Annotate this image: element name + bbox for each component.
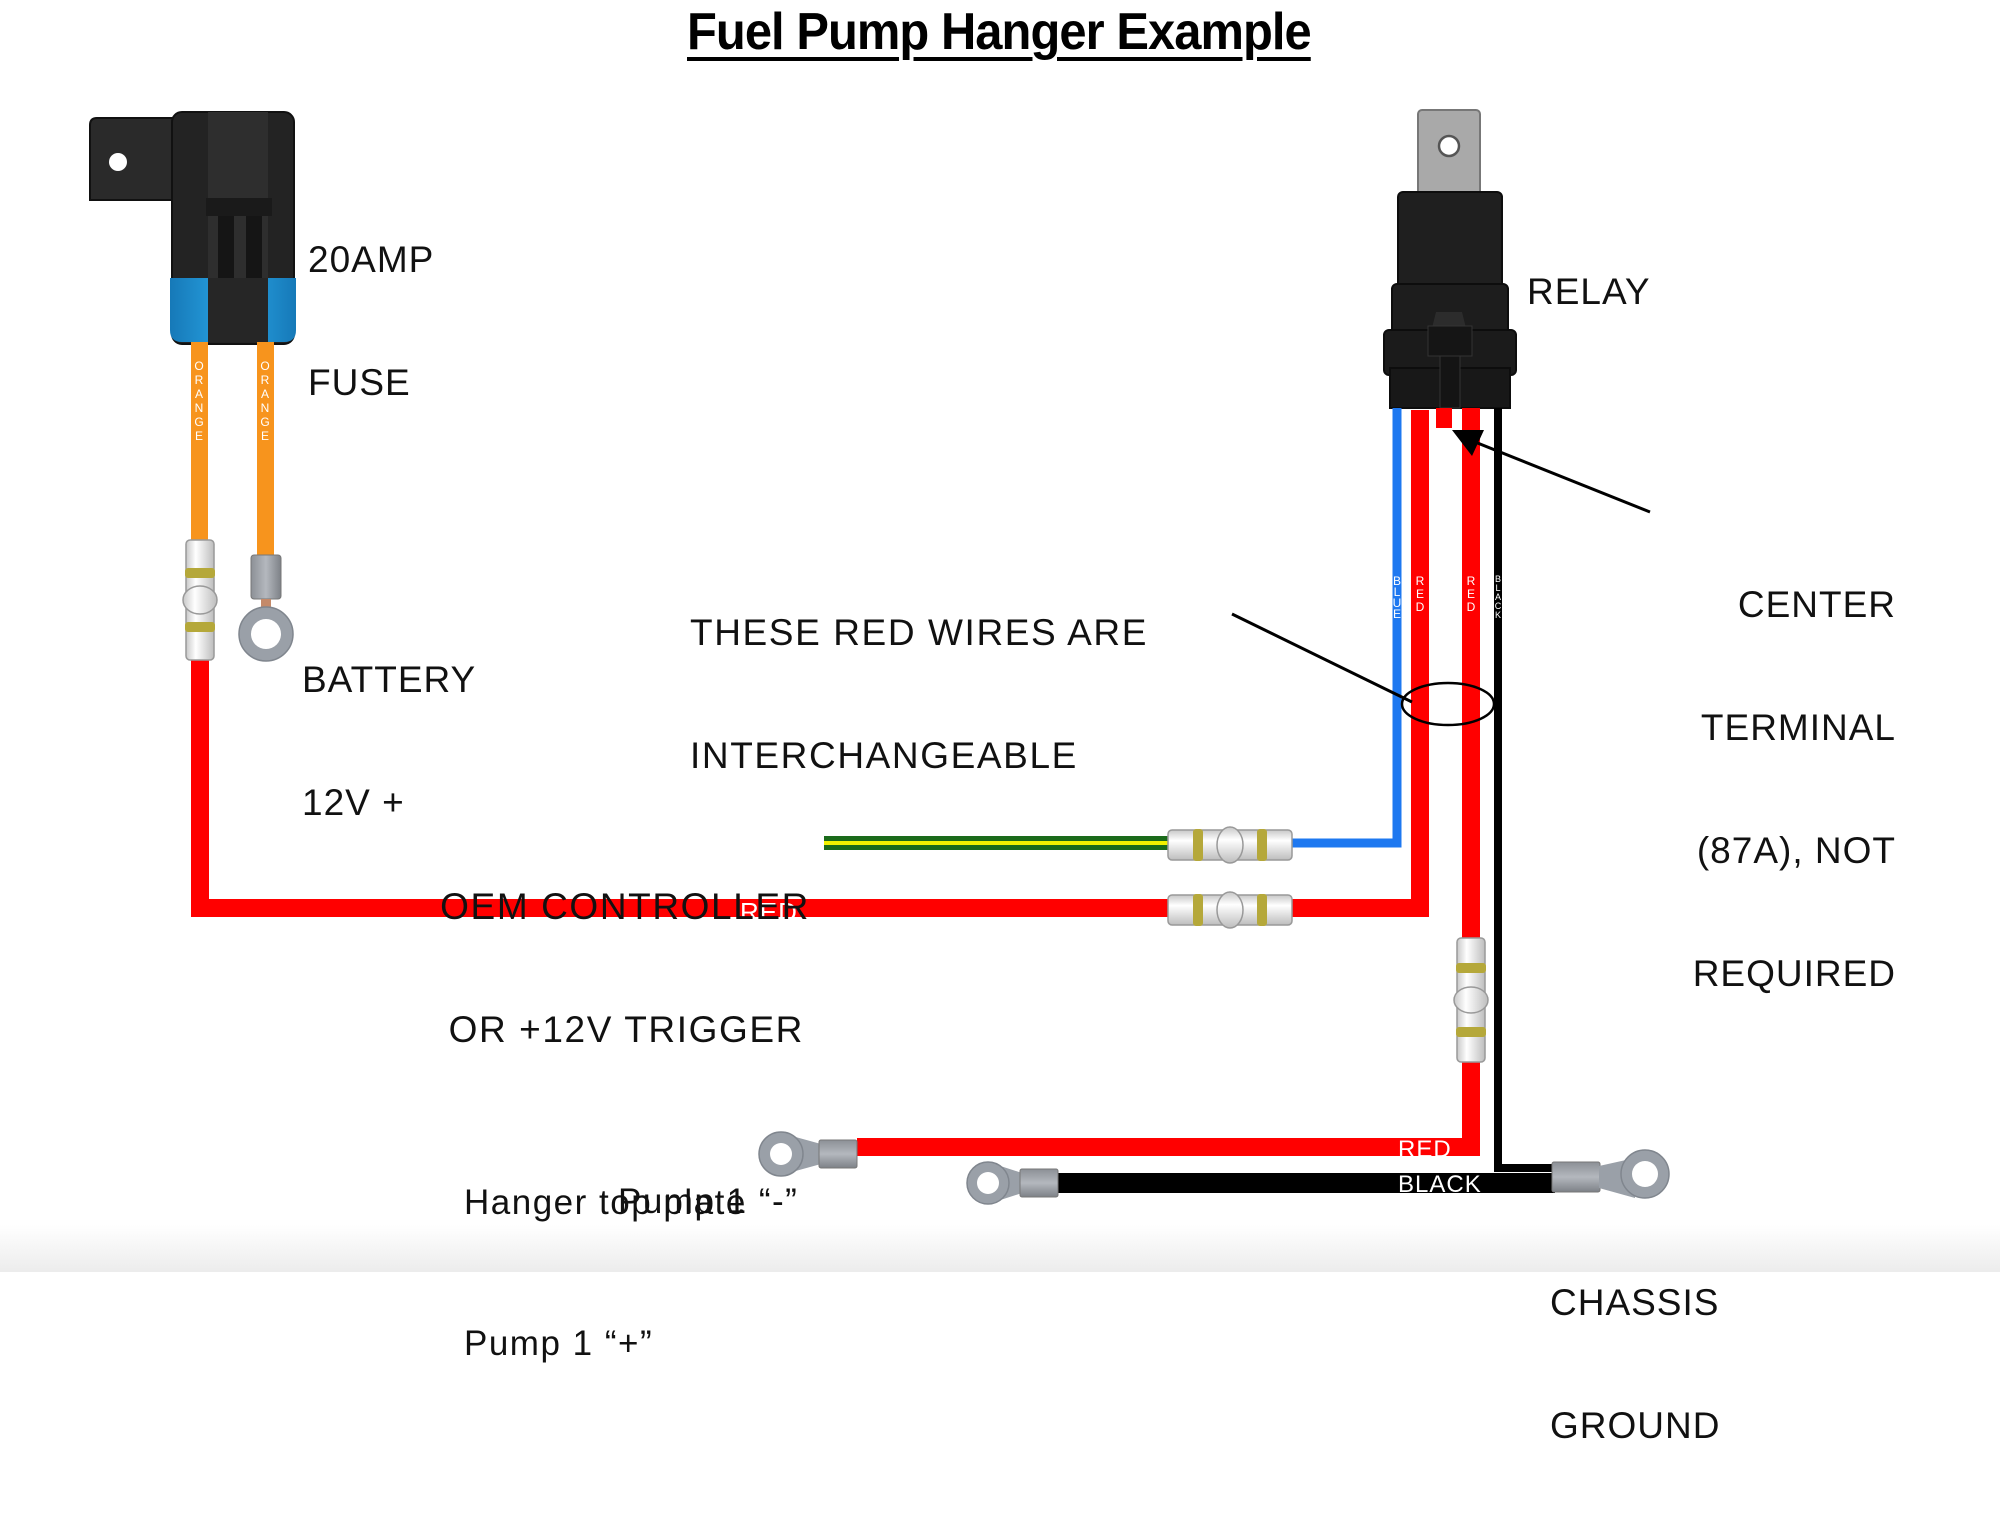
pump-minus-label: Pump 1 “-”: [618, 1182, 799, 1221]
wire-label-letter: R: [1416, 574, 1425, 588]
wire-label-letter: O: [260, 359, 269, 373]
wire-label-letter: O: [194, 359, 203, 373]
hanger-label: Hanger top plate Pump 1 “+”: [464, 1085, 747, 1461]
leader-line-center-terminal: [1469, 438, 1651, 514]
pump-plus-label: Pump 1 “+”: [464, 1324, 654, 1363]
wire-label-letter: C: [1495, 601, 1502, 611]
wire-label-letter: A: [1495, 592, 1501, 602]
battery-label-line: BATTERY: [302, 659, 477, 700]
interchangeable-label-line: INTERCHANGEABLE: [690, 735, 1078, 776]
red-wire-main: [191, 410, 1429, 917]
center-terminal-label-line: CENTER: [1737, 584, 1896, 625]
center-terminal-label-line: TERMINAL: [1700, 707, 1896, 748]
fuse-label-line: FUSE: [308, 362, 411, 403]
interchangeable-label: THESE RED WIRES ARE INTERCHANGEABLE: [690, 530, 1148, 858]
wire-label-letter: E: [1393, 607, 1401, 621]
wiring-diagram: Fuel Pump Hanger Example: [0, 3, 2000, 1446]
center-terminal-label: CENTER TERMINAL (87A), NOT REQUIRED: [1560, 502, 1896, 1076]
butt-connector-icon: [182, 539, 218, 661]
chassis-ground-label: CHASSIS GROUND: [1550, 1200, 1720, 1528]
wire-label-letter: U: [1393, 596, 1402, 610]
ring-terminal-icon: [1551, 1149, 1670, 1199]
wire-label-letter: B: [1393, 574, 1401, 588]
butt-connector-icon: [1167, 891, 1293, 929]
chassis-label-line: GROUND: [1550, 1405, 1721, 1446]
wire-label-letter: E: [195, 429, 203, 443]
fuse-holder-icon: [89, 111, 296, 345]
wire-label-letter: R: [195, 373, 204, 387]
center-terminal-label-line: REQUIRED: [1692, 953, 1896, 994]
interchangeable-label-line: THESE RED WIRES ARE: [690, 612, 1149, 653]
relay-icon: [1383, 109, 1517, 409]
wire-label-letter: E: [1467, 587, 1475, 601]
battery-label: BATTERY 12V +: [302, 577, 476, 905]
hanger-label-line: Hanger top plate: [464, 1183, 747, 1222]
wire-label-letter: N: [261, 401, 270, 415]
wire-label-letter: A: [261, 387, 269, 401]
wire-label-letter: A: [195, 387, 203, 401]
wire-label-black: BLACK: [1398, 1171, 1482, 1198]
butt-connector-icon: [1167, 826, 1293, 864]
oem-label-line: OEM CONTROLLER: [440, 886, 810, 927]
wire-label-letter: G: [260, 415, 269, 429]
oem-controller-label: OEM CONTROLLER OR +12V TRIGGER: [250, 804, 810, 1132]
butt-connector-icon: [1453, 937, 1489, 1063]
wire-label-letter: D: [1467, 600, 1476, 614]
ring-terminal-icon: [966, 1161, 1059, 1205]
ring-terminal-icon: [238, 554, 294, 662]
black-wire: [1494, 408, 1555, 1172]
battery-label-line: 12V +: [302, 782, 405, 823]
leader-line-interchangeable: [1231, 612, 1413, 704]
wire-label-letter: L: [1495, 583, 1500, 593]
wire-label-red: RED: [1398, 1136, 1452, 1163]
bottom-shadow: [0, 1225, 2000, 1272]
callout-ellipse: [1400, 681, 1496, 727]
wire-label-letter: N: [195, 401, 204, 415]
ring-terminal-icon: [758, 1131, 858, 1177]
wire-label-letter: B: [1495, 574, 1501, 584]
wire-label-letter: R: [1467, 574, 1476, 588]
wire-label-red: RED: [740, 897, 798, 927]
arrowhead-icon: [1452, 430, 1484, 456]
wire-label-letter: L: [1394, 585, 1401, 599]
wire-label-letter: D: [1416, 600, 1425, 614]
wire-label-letter: E: [261, 429, 269, 443]
trigger-wire-green-yellow: [824, 836, 1169, 850]
wire-label-letter: E: [1416, 587, 1424, 601]
red-wire-pump: [857, 408, 1480, 1156]
wire-label-letter: G: [194, 415, 203, 429]
oem-label-line: OR +12V TRIGGER: [448, 1009, 804, 1050]
blue-wire: [1290, 408, 1402, 848]
fuse-label-line: 20AMP: [308, 239, 435, 280]
wire-label-letter: K: [1495, 610, 1501, 620]
relay-label: RELAY: [1527, 271, 1651, 312]
center-terminal-label-line: (87A), NOT: [1696, 830, 1896, 871]
page-title: Fuel Pump Hanger Example: [687, 3, 1312, 61]
wire-label-letter: R: [261, 373, 270, 387]
chassis-label-line: CHASSIS: [1550, 1282, 1720, 1323]
red-wire-87a-stub: [1436, 408, 1452, 428]
black-wire-pump: [1057, 1173, 1555, 1193]
fuse-label: 20AMP FUSE: [308, 157, 434, 485]
